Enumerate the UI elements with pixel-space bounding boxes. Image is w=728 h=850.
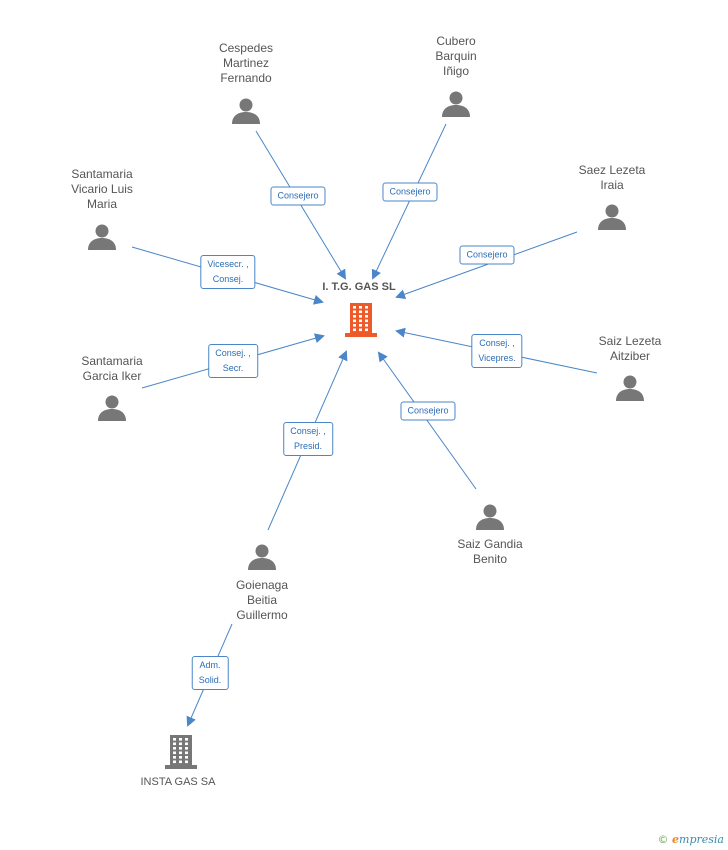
related-company-building-icon[interactable] xyxy=(165,735,197,769)
person-name[interactable]: Goienaga Beitia Guillermo xyxy=(235,578,289,622)
edge-role-label[interactable]: Consejero xyxy=(459,245,515,265)
edge-person-3 xyxy=(395,231,578,299)
edge-person-6 xyxy=(377,351,477,490)
person-name[interactable]: Cubero Barquin Iñigo xyxy=(435,34,477,78)
person-icon[interactable] xyxy=(441,89,471,119)
person-icon[interactable] xyxy=(97,393,127,423)
company-building-icon[interactable] xyxy=(345,303,377,337)
person-icon[interactable] xyxy=(475,502,505,532)
person-name[interactable]: Santamaria Vicario Luis Maria xyxy=(71,167,133,211)
edge-role-label[interactable]: Vicesecr. , Consej. xyxy=(200,255,256,289)
person-icon[interactable] xyxy=(231,96,261,126)
brand-footer: © empresia xyxy=(658,833,724,846)
person-icon[interactable] xyxy=(87,222,117,252)
person-name[interactable]: Saiz Lezeta Aitziber xyxy=(598,334,662,363)
person-icon[interactable] xyxy=(615,373,645,403)
person-name[interactable]: Saez Lezeta Iraia xyxy=(578,163,646,192)
person-icon[interactable] xyxy=(247,542,277,572)
company-name[interactable]: I. T.G. GAS SL xyxy=(322,281,396,293)
person-name[interactable]: Saiz Gandia Benito xyxy=(457,537,523,566)
edge-role-label[interactable]: Consej. , Secr. xyxy=(208,344,258,378)
edge-role-label[interactable]: Adm. Solid. xyxy=(191,656,229,690)
person-name[interactable]: Santamaria Garcia Iker xyxy=(81,354,143,383)
edge-role-label[interactable]: Consejero xyxy=(400,401,456,421)
person-name[interactable]: Cespedes Martinez Fernando xyxy=(218,41,274,85)
related-company-name[interactable]: INSTA GAS SA xyxy=(140,776,216,788)
brand-name: mpresia xyxy=(679,833,724,846)
copyright-icon: © xyxy=(657,833,669,846)
person-icon[interactable] xyxy=(597,202,627,232)
edge-role-label[interactable]: Consejero xyxy=(382,182,438,202)
edge-role-label[interactable]: Consej. , Presid. xyxy=(283,422,333,456)
edge-role-label[interactable]: Consej. , Vicepres. xyxy=(471,334,523,368)
brand-initial: e xyxy=(672,833,680,846)
edge-role-label[interactable]: Consejero xyxy=(270,186,326,206)
